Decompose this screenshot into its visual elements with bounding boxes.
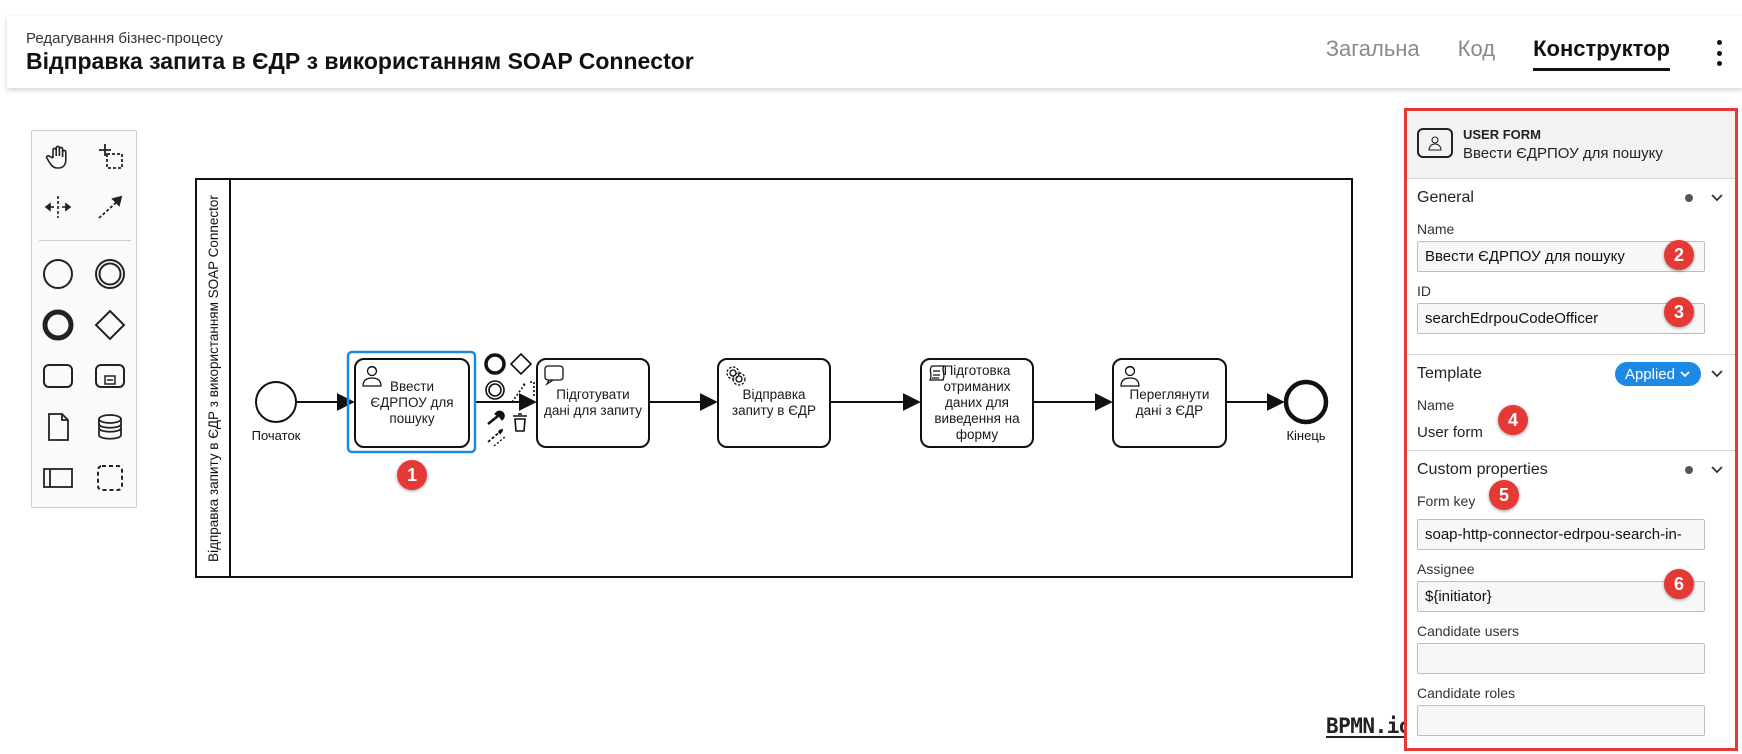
id-label: ID [1417, 283, 1431, 299]
group-general-header[interactable]: General [1407, 179, 1735, 217]
properties-panel: USER FORM Ввести ЄДРПОУ для пошуку Gener… [1404, 108, 1738, 751]
group-title: Template [1417, 365, 1482, 382]
subprocess-icon[interactable] [90, 356, 130, 396]
group-template-header[interactable]: Template Applied [1407, 355, 1735, 393]
name-input[interactable]: Ввести ЄДРПОУ для пошуку [1417, 241, 1705, 272]
template-name-label: Name [1417, 397, 1455, 413]
page-subtitle: Редагування бізнес-процесу [26, 30, 223, 47]
task-label: Ввести ЄДРПОУ для пошуку [370, 379, 454, 426]
task-label: Відправка запиту в ЄДР [731, 387, 817, 418]
palette-separator [39, 240, 131, 241]
group-template: Template Applied Name User form 4 [1407, 355, 1735, 451]
context-pad[interactable] [484, 352, 535, 447]
append-text-annotation-icon [511, 381, 535, 403]
page-title: Відправка запита в ЄДР з використанням S… [26, 48, 694, 74]
callout-marker-1: 1 [397, 460, 427, 490]
data-object-icon[interactable] [38, 407, 78, 447]
end-event-label: Кінець [1286, 428, 1326, 443]
intermediate-event-icon[interactable] [90, 254, 130, 294]
connect-icon [487, 428, 504, 443]
data-store-icon[interactable] [90, 407, 130, 447]
group-custom-header[interactable]: Custom properties [1407, 451, 1735, 489]
start-event[interactable] [255, 381, 297, 423]
panel-header: USER FORM Ввести ЄДРПОУ для пошуку [1407, 111, 1735, 179]
task-view-edr-data[interactable]: Переглянути дані з ЄДР [1112, 358, 1227, 448]
start-event-icon[interactable] [38, 254, 78, 294]
global-connect-tool-icon[interactable] [90, 187, 130, 227]
task-enter-edrpou[interactable]: Ввести ЄДРПОУ для пошуку [354, 358, 470, 448]
participant-pool-icon[interactable] [38, 458, 78, 498]
callout-marker-4: 4 [1498, 405, 1528, 435]
gateway-icon[interactable] [90, 305, 130, 345]
group-data-indicator [1685, 194, 1693, 202]
element-type: USER FORM [1463, 127, 1541, 142]
lasso-tool-icon[interactable] [90, 137, 130, 177]
form-key-input[interactable]: soap-http-connector-edrpou-search-in- [1417, 519, 1705, 550]
group-data-indicator [1685, 466, 1693, 474]
delete-icon [513, 413, 527, 432]
candidate-users-input[interactable] [1417, 643, 1705, 674]
callout-marker-3: 3 [1664, 297, 1694, 327]
tab-bar: Загальна Код Конструктор [1326, 36, 1670, 71]
task-label: Підготовка отриманих даних для виведення… [934, 363, 1020, 442]
tab-code[interactable]: Код [1457, 36, 1496, 61]
user-task-icon [362, 365, 382, 387]
selection-outline [346, 350, 477, 454]
candidate-roles-input[interactable] [1417, 705, 1705, 736]
group-general: General Name Ввести ЄДРПОУ для пошуку ID… [1407, 179, 1735, 355]
chevron-down-icon [1680, 371, 1690, 378]
bpmn-io-logo[interactable]: BPMN.io [1326, 714, 1412, 738]
diagram-canvas[interactable]: Відправка запиту в ЄДР з використанням S… [190, 170, 1365, 590]
hand-tool-icon[interactable] [38, 137, 78, 177]
space-tool-icon[interactable] [38, 187, 78, 227]
append-intermediate-event-icon [485, 380, 505, 400]
name-label: Name [1417, 221, 1455, 237]
chevron-down-icon[interactable] [1709, 462, 1725, 478]
group-title: General [1417, 189, 1474, 206]
candidate-roles-label: Candidate roles [1417, 685, 1516, 701]
page-header: Редагування бізнес-процесу Відправка зап… [7, 16, 1742, 88]
tab-constructor[interactable]: Конструктор [1533, 36, 1670, 71]
chevron-down-icon[interactable] [1709, 366, 1725, 382]
task-send-request[interactable]: Відправка запиту в ЄДР [717, 358, 831, 448]
start-event-label: Початок [251, 428, 301, 443]
form-key-label: Form key [1417, 493, 1476, 509]
user-task-icon [1120, 365, 1140, 387]
append-gateway-icon [509, 352, 533, 376]
append-end-event-icon [484, 353, 506, 375]
callout-marker-5: 5 [1489, 480, 1519, 510]
pool-label: Відправка запиту в ЄДР з використанням S… [196, 179, 230, 577]
end-event[interactable] [1283, 379, 1329, 425]
element-name: Ввести ЄДРПОУ для пошуку [1463, 145, 1663, 162]
task-prepare-request[interactable]: Підготувати дані для запиту [536, 358, 650, 448]
kebab-menu-icon[interactable] [1712, 40, 1726, 66]
chevron-down-icon[interactable] [1709, 190, 1725, 206]
task-icon[interactable] [38, 356, 78, 396]
applied-badge[interactable]: Applied [1614, 362, 1701, 386]
user-form-icon [1417, 128, 1453, 158]
template-name-value: User form [1417, 423, 1483, 441]
task-label: Підготувати дані для запиту [543, 387, 643, 418]
applied-badge-label: Applied [1624, 365, 1675, 383]
task-prepare-form-data[interactable]: Підготовка отриманих даних для виведення… [920, 358, 1034, 448]
assignee-input[interactable]: ${initiator} [1417, 581, 1705, 612]
pool-label-text: Відправка запиту в ЄДР з використанням S… [205, 194, 221, 562]
diagram-connections [195, 178, 1353, 578]
callout-marker-6: 6 [1664, 569, 1694, 599]
task-label: Переглянути дані з ЄДР [1129, 387, 1210, 418]
group-icon[interactable] [90, 458, 130, 498]
script-task-icon [544, 365, 564, 386]
tab-general[interactable]: Загальна [1325, 36, 1420, 61]
group-title: Custom properties [1417, 461, 1548, 478]
end-event-icon[interactable] [38, 305, 78, 345]
id-input[interactable]: searchEdrpouCodeOfficer [1417, 303, 1705, 334]
wrench-icon [487, 410, 505, 425]
service-task-icon [726, 366, 746, 386]
callout-marker-2: 2 [1664, 240, 1694, 270]
group-custom-properties: Custom properties Form key soap-http-con… [1407, 451, 1735, 748]
tool-palette [31, 130, 137, 508]
candidate-users-label: Candidate users [1417, 623, 1519, 639]
assignee-label: Assignee [1417, 561, 1475, 577]
script-task-icon [928, 365, 946, 381]
